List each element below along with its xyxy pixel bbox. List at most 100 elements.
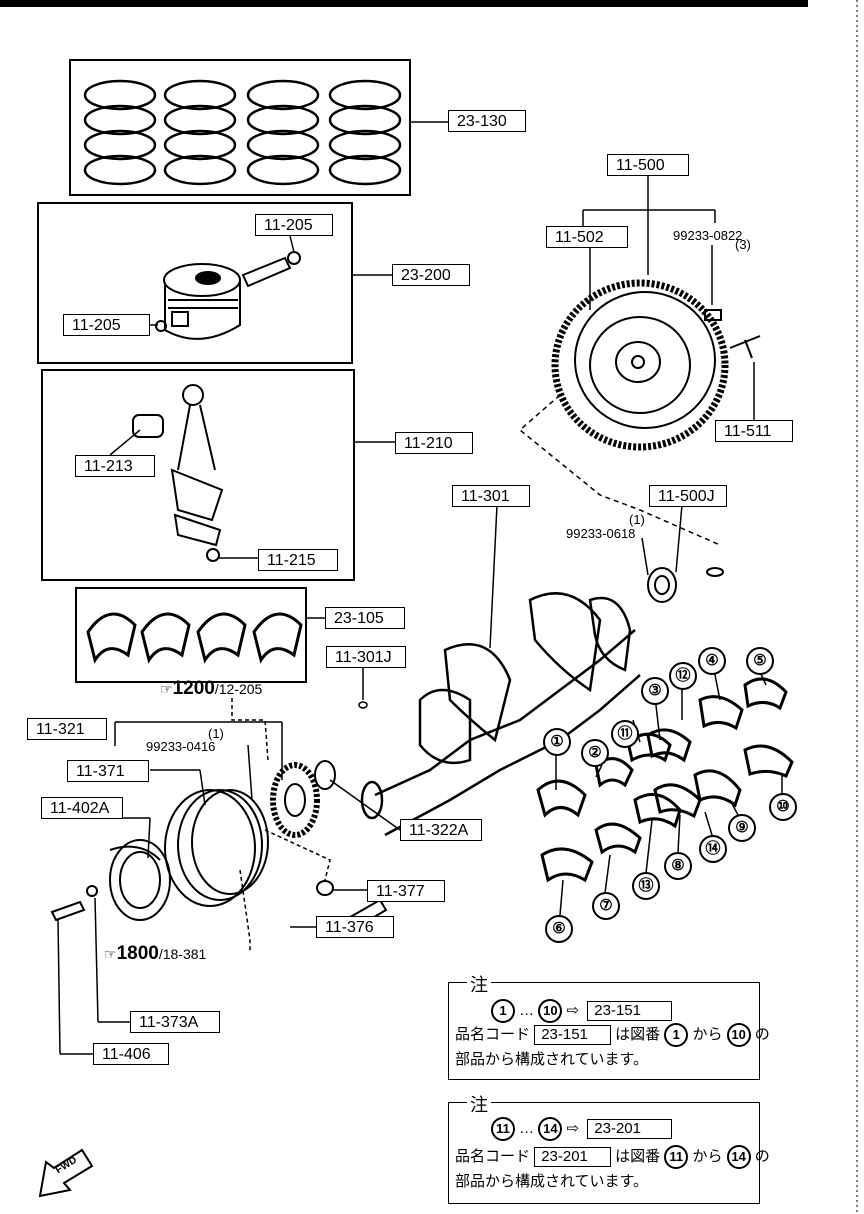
note-1-product-code: 品名コード [455, 1025, 531, 1043]
piston-frame [37, 202, 353, 364]
label-rings[interactable]: 23-130 [448, 110, 526, 132]
note-1-figure-no: は図番 [615, 1025, 661, 1043]
pilot-qty: (1) [629, 512, 645, 527]
label-conrod-bushing[interactable]: 11-213 [75, 455, 155, 477]
crankshaft-icon [360, 592, 641, 837]
key-part-number: 99233-0416 [146, 739, 216, 754]
label-conrod-assy[interactable]: 11-210 [395, 432, 473, 454]
note-1-from: 1 [491, 999, 515, 1023]
note-2-to: 14 [538, 1117, 563, 1141]
note-1-code-2: 23-151 [534, 1024, 611, 1045]
key-qty: (1) [208, 726, 224, 741]
label-damper[interactable]: 11-402A [41, 797, 123, 819]
note-2-no: の [754, 1147, 770, 1165]
ref-1800-bold: 1800 [116, 943, 159, 964]
label-ring-gear[interactable]: 11-502 [546, 226, 628, 248]
conrod-frame [41, 369, 355, 581]
note-2-product-code: 品名コード [455, 1147, 531, 1165]
dowel-qty: (3) [735, 237, 751, 252]
bearing-number-12[interactable]: ⑫ [669, 662, 697, 690]
ref-1200: ☞1200/12-205 [160, 678, 262, 700]
note-2-kara: から [692, 1147, 723, 1165]
label-crankshaft[interactable]: 11-301 [452, 485, 530, 507]
bearing-number-5[interactable]: ⑤ [746, 647, 774, 675]
bearing-number-8[interactable]: ⑧ [664, 852, 692, 880]
note-title-1: 注 [467, 971, 491, 997]
label-timing-sprocket[interactable]: 11-321 [27, 718, 107, 740]
label-flywheel-assy[interactable]: 11-500 [607, 154, 689, 176]
label-piston-pin-clip-2[interactable]: 11-205 [63, 314, 150, 336]
note-1-to-2: 10 [726, 1023, 751, 1047]
bearing-number-10[interactable]: ⑩ [769, 793, 797, 821]
note-1-dots: … [519, 1001, 535, 1019]
damper-icon [50, 839, 171, 922]
label-piston-assy[interactable]: 23-200 [392, 264, 470, 286]
hand-pointer-icon-2: ☞ [104, 946, 117, 962]
label-pulley-washer[interactable]: 11-377 [367, 880, 445, 902]
label-crank-key[interactable]: 11-301J [326, 646, 406, 668]
bearings-frame [75, 587, 307, 683]
label-washer[interactable]: 11-373A [130, 1011, 220, 1033]
hand-pointer-icon: ☞ [160, 681, 173, 697]
note-1-from-2: 1 [664, 1023, 689, 1047]
note-2-from: 11 [491, 1117, 515, 1141]
bearing-number-6[interactable]: ⑥ [545, 915, 573, 943]
ref-1200-bold: 1200 [172, 678, 215, 699]
label-pilot-bearing[interactable]: 11-500J [649, 485, 727, 507]
timing-sprocket-icon [270, 760, 336, 838]
note-2-line-1: 11 … 14 ⇨ 23-201 [491, 1117, 672, 1141]
note-2-from-2: 11 [664, 1145, 689, 1169]
ref-1200-rest: /12-205 [214, 681, 263, 697]
label-bolt[interactable]: 11-406 [93, 1043, 169, 1065]
top-border [0, 0, 808, 7]
note-box-1: 注 1 … 10 ⇨ 23-151 品名コード 23-151 は図番 1 から … [448, 971, 770, 1080]
bearing-number-2[interactable]: ② [581, 739, 609, 767]
pilot-part-number: 99233-0618 [566, 526, 636, 541]
conrod-icon [132, 384, 224, 562]
note-1-line-3: 部品から構成されています。 [455, 1051, 649, 1068]
bearing-number-1[interactable]: ① [543, 728, 571, 756]
note-1-to: 10 [538, 999, 563, 1023]
note-box-2: 注 11 … 14 ⇨ 23-201 品名コード 23-201 は図番 11 か… [448, 1091, 770, 1204]
label-pulley-bolt[interactable]: 11-376 [316, 916, 394, 938]
bearing-number-9[interactable]: ⑨ [728, 814, 756, 842]
main-bearings-icon [536, 677, 794, 883]
note-2-arrow: ⇨ [566, 1119, 580, 1137]
note-title-2: 注 [467, 1091, 491, 1117]
dowel-part-number: 99233-0822 [673, 228, 743, 243]
note-2-dots: … [519, 1119, 535, 1137]
label-conrod-nut[interactable]: 11-215 [258, 549, 338, 571]
pulley-icon [164, 789, 269, 907]
note-1-kara: から [692, 1025, 723, 1043]
rings-frame [69, 59, 411, 196]
note-2-to-2: 14 [726, 1145, 751, 1169]
pilot-bearing-icon [647, 567, 724, 603]
ref-1800-rest: /18-381 [158, 946, 207, 962]
ref-1800: ☞1800/18-381 [104, 943, 206, 965]
bearing-number-13[interactable]: ⑬ [632, 872, 660, 900]
conrod-bearings-icon [86, 612, 303, 664]
piston-icon [155, 251, 301, 340]
flywheel-icon [551, 279, 761, 451]
piston-rings-icon [83, 79, 402, 186]
label-conrod-bearings[interactable]: 23-105 [325, 607, 405, 629]
bearing-number-11[interactable]: ⑪ [611, 720, 639, 748]
label-flywheel-bolt[interactable]: 11-511 [715, 420, 793, 442]
note-2-line-2: 品名コード 23-201 は図番 11 から 14 の [455, 1145, 770, 1169]
note-1-line-2: 品名コード 23-151 は図番 1 から 10 の [455, 1023, 770, 1047]
note-2-code-2: 23-201 [534, 1146, 611, 1167]
fwd-arrow-icon [38, 1148, 94, 1198]
bearing-number-7[interactable]: ⑦ [592, 892, 620, 920]
note-2-figure-no: は図番 [615, 1147, 661, 1165]
note-1-code: 23-151 [587, 1000, 672, 1021]
note-2-line-3: 部品から構成されています。 [455, 1173, 649, 1190]
bearing-number-4[interactable]: ④ [698, 647, 726, 675]
bearing-number-3[interactable]: ③ [641, 677, 669, 705]
label-piston-pin-clip[interactable]: 11-205 [255, 214, 333, 236]
note-1-no: の [754, 1025, 770, 1043]
note-1-arrow: ⇨ [566, 1001, 580, 1019]
label-pulley[interactable]: 11-371 [67, 760, 149, 782]
label-sprocket-spacer[interactable]: 11-322A [400, 819, 482, 841]
bearing-number-14[interactable]: ⑭ [699, 835, 727, 863]
